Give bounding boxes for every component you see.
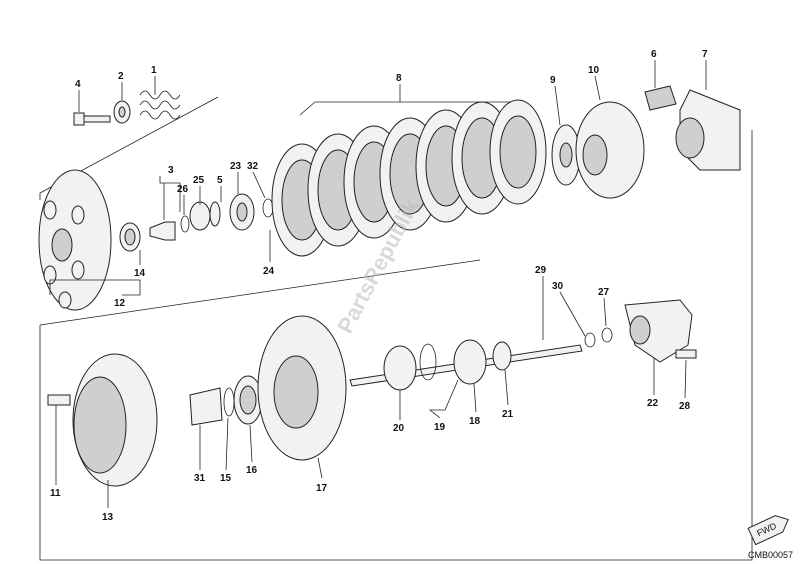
callout-29: 29	[535, 265, 547, 276]
pushrod-3-part	[149, 221, 176, 241]
callout-31: 31	[194, 473, 206, 484]
oring-26-part	[180, 215, 190, 233]
callout-18: 18	[469, 416, 481, 427]
callout-2: 2	[118, 71, 124, 82]
clutch-hub-10-part	[575, 101, 645, 199]
callout-16: 16	[246, 465, 258, 476]
callout-labels: 1 2 4 3 26 25 5 23 32 24 14 12 8 9 10 6 …	[50, 49, 708, 523]
fwd-arrow-icon: FWD	[747, 515, 789, 546]
pressure-plate-part	[38, 169, 112, 311]
callout-4: 4	[75, 79, 81, 90]
callout-27: 27	[598, 287, 610, 298]
ring-32-part	[262, 198, 274, 218]
callout-19: 19	[434, 422, 446, 433]
bearing-18-part	[453, 339, 487, 385]
bearing-20-part	[383, 345, 417, 391]
bolt-28-part	[675, 349, 697, 359]
nut-25-part	[189, 201, 211, 231]
upper-frame	[39, 96, 753, 561]
screw-part	[73, 112, 111, 126]
clip-part	[419, 343, 437, 381]
oring-15-part	[223, 387, 235, 417]
drawing-code: CMB00057	[748, 550, 793, 560]
callout-15: 15	[220, 473, 232, 484]
callout-22: 22	[647, 398, 659, 409]
oring-27-part	[601, 327, 613, 343]
callout-14: 14	[134, 268, 146, 279]
callout-21: 21	[502, 409, 514, 420]
clutch-plate-stack-part	[271, 99, 547, 257]
callout-10: 10	[588, 65, 600, 76]
callout-6: 6	[651, 49, 657, 60]
callout-26: 26	[177, 184, 189, 195]
callout-12: 12	[114, 298, 126, 309]
callout-9: 9	[550, 75, 556, 86]
callout-23: 23	[230, 161, 242, 172]
bushing-31-part	[189, 387, 223, 426]
callout-20: 20	[393, 423, 405, 434]
washer-5-part	[209, 201, 221, 227]
spring-part	[139, 90, 181, 120]
callout-1: 1	[151, 65, 157, 76]
washer-23-part	[229, 193, 255, 231]
callout-8: 8	[396, 73, 402, 84]
bolt-11-part	[47, 394, 71, 406]
callout-24: 24	[263, 266, 275, 277]
callout-5: 5	[217, 175, 223, 186]
callout-13: 13	[102, 512, 114, 523]
oring-30-part	[584, 332, 596, 348]
cylinder-22-part	[624, 299, 693, 363]
washer-part	[113, 100, 131, 124]
basket-13-part	[72, 353, 158, 487]
cover-6-part	[644, 85, 677, 111]
washer-16-part	[233, 375, 263, 425]
callout-11: 11	[50, 488, 61, 499]
callout-7: 7	[702, 49, 708, 60]
callout-3: 3	[168, 165, 174, 176]
leader-lines	[49, 60, 707, 508]
callout-28: 28	[679, 401, 691, 412]
gear-17-part	[257, 315, 347, 461]
hub-9-part	[551, 124, 581, 186]
housing-7-part	[675, 89, 741, 171]
callout-17: 17	[316, 483, 328, 494]
callout-25: 25	[193, 175, 205, 186]
callout-30: 30	[552, 281, 564, 292]
callout-32: 32	[247, 161, 259, 172]
spacer-21-part	[492, 341, 512, 371]
bearing-14-part	[119, 222, 141, 252]
